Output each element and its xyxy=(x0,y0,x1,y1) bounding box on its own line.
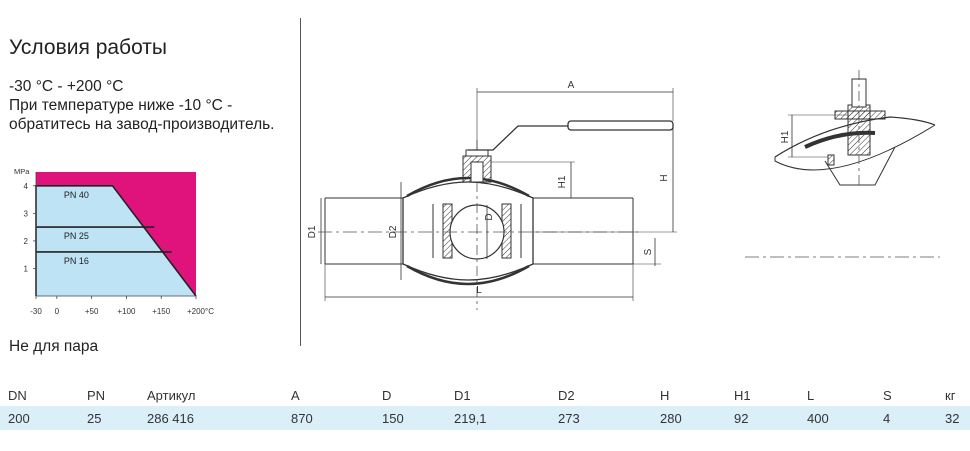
allowed-region xyxy=(36,185,196,296)
col-header: S xyxy=(883,387,892,403)
y-tick-label: 1 xyxy=(24,264,29,273)
lever-grip xyxy=(567,120,674,131)
x-tick-label: +150 xyxy=(152,307,171,316)
col-header: кг xyxy=(945,387,956,403)
cell-h1: 92 xyxy=(726,406,799,430)
x-tick-label: +100 xyxy=(117,307,136,316)
x-tick-label: +50 xyxy=(85,307,99,316)
y-axis-unit: MPa xyxy=(14,167,30,176)
y-tick-label: 4 xyxy=(24,182,29,191)
col-header: D2 xyxy=(558,387,575,403)
series-label: PN 16 xyxy=(64,256,89,266)
spec-table: DN PN Артикул A D D1 D2 H H1 L S кг 200 … xyxy=(0,384,970,430)
dim-label-d1: D1 xyxy=(307,225,318,238)
cell-s: 4 xyxy=(875,406,937,430)
low-temp-note-line2: обратитесь на завод-производитель. xyxy=(9,116,275,133)
pressure-temperature-chart: PN 40 PN 25 PN 16 4 3 2 1 MPa -30 0 +50 +100 +150 +20… xyxy=(14,167,214,316)
cell-d2: 273 xyxy=(550,406,652,430)
pipe-right xyxy=(533,197,633,265)
col-header: D xyxy=(382,387,392,403)
lever xyxy=(468,125,568,151)
col-header: PN xyxy=(87,387,106,403)
dim-label-l: L xyxy=(476,285,482,296)
vertical-divider xyxy=(300,18,301,346)
spec-table-header: DN PN Артикул A D D1 D2 H H1 L S кг xyxy=(0,384,970,406)
low-temp-note-line1: При температуре ниже -10 °C - xyxy=(9,97,233,114)
series-label: PN 40 xyxy=(64,190,89,200)
x-tick-label: -30 xyxy=(30,307,42,316)
col-header: H1 xyxy=(734,387,751,403)
dim-label-s: S xyxy=(643,248,654,255)
cell-article: 286 416 xyxy=(139,406,283,430)
col-header: L xyxy=(807,387,815,403)
cell-l: 400 xyxy=(799,406,875,430)
y-tick-label: 2 xyxy=(24,237,29,246)
cell-weight: 32 xyxy=(937,406,970,430)
cell-pn: 25 xyxy=(79,406,139,430)
table-row: 200 25 286 416 870 150 219,1 273 280 92 … xyxy=(0,406,970,430)
col-header: H xyxy=(660,387,670,403)
valve-section-drawing: A H H1 D1 D2 D S L xyxy=(307,80,677,310)
col-header: A xyxy=(291,387,300,403)
dim-label-h: H xyxy=(659,174,670,181)
dim-label-d: D xyxy=(484,213,495,220)
cell-dn: 200 xyxy=(0,406,79,430)
cell-d: 150 xyxy=(374,406,446,430)
not-for-steam-note: Не для пара xyxy=(9,338,99,355)
section-title: Условия работы xyxy=(9,36,168,59)
detail-dim-label-h1: H1 xyxy=(780,130,791,143)
col-header: DN xyxy=(8,387,27,403)
dim-label-h1: H1 xyxy=(557,175,568,188)
y-tick-label: 3 xyxy=(24,209,29,218)
welded-connection-detail: H1 xyxy=(745,70,940,258)
series-label: PN 25 xyxy=(64,231,89,241)
col-header: D1 xyxy=(454,387,471,403)
col-header: Артикул xyxy=(147,387,196,403)
temperature-range: -30 °C - +200 °C xyxy=(9,78,124,95)
x-tick-label: +200 xyxy=(187,307,206,316)
cell-a: 870 xyxy=(283,406,374,430)
dim-label-d2: D2 xyxy=(388,225,399,238)
x-axis-unit: °C xyxy=(205,307,214,316)
x-tick-label: 0 xyxy=(55,307,60,316)
dim-label-a: A xyxy=(568,80,575,91)
cell-d1: 219,1 xyxy=(446,406,550,430)
cell-h: 280 xyxy=(652,406,726,430)
